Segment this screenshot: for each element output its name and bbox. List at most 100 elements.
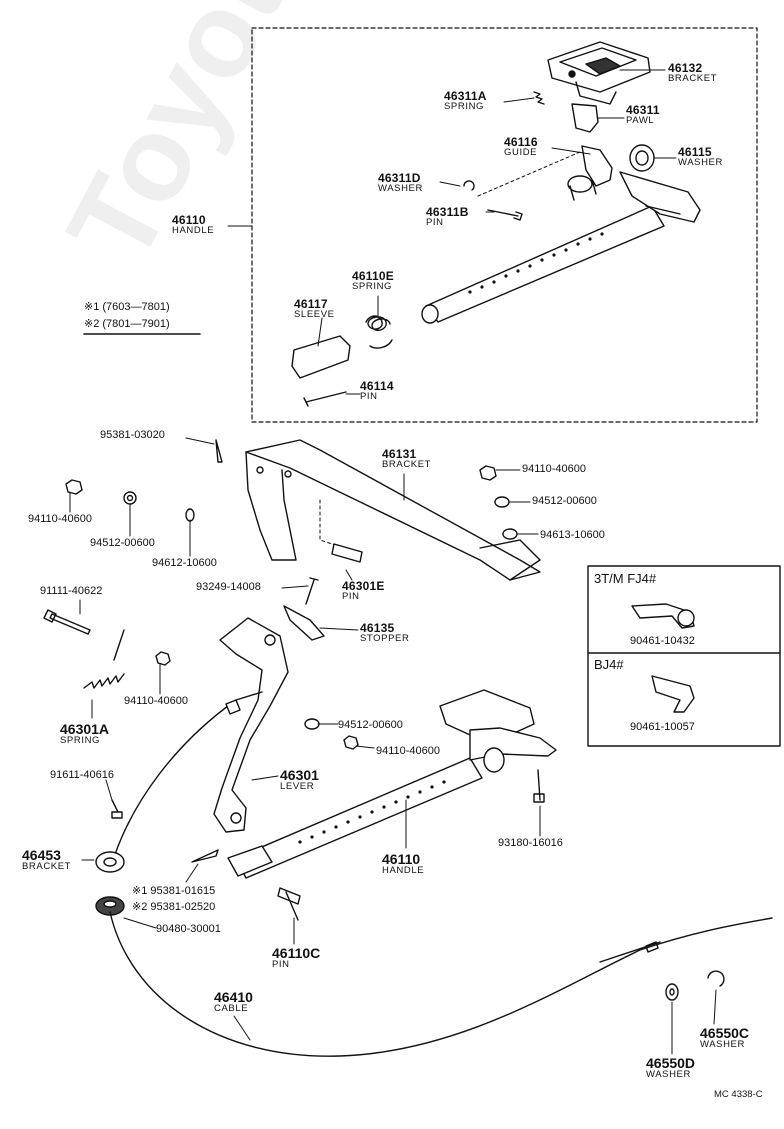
part-number: 46110C xyxy=(272,945,321,961)
label-46110e: 46110E SPRING xyxy=(352,270,394,292)
label-46110-bottom: 46110 HANDLE xyxy=(382,852,424,876)
part-name: LEVER xyxy=(280,781,315,792)
part-name: HANDLE xyxy=(172,225,215,236)
label-93249-14008: 93249-14008 xyxy=(196,581,261,593)
label-95381-02520: ※2 95381-02520 xyxy=(132,901,216,913)
part-name: BRACKET xyxy=(668,73,718,84)
spring-46110e-shape xyxy=(365,315,393,349)
part-number: 46311D xyxy=(378,171,421,185)
label-46110-top: 46110 HANDLE xyxy=(172,214,214,236)
cable-upper-segment xyxy=(109,691,263,871)
washer-46550c-shape xyxy=(707,970,725,987)
bracket-46132-shape xyxy=(547,41,651,105)
assembly-dashline-top xyxy=(477,151,581,197)
inset-1-title: 3T/M FJ4# xyxy=(594,571,657,586)
label-94512-00600-c: 94512-00600 xyxy=(338,719,403,731)
part-number: 46132 xyxy=(668,61,703,75)
part-name: PIN xyxy=(426,217,444,228)
handle-assembly-frame xyxy=(251,27,758,423)
inset-boxes xyxy=(587,565,781,747)
label-46311d: 46311D WASHER xyxy=(378,172,423,194)
part-name: SPRING xyxy=(60,735,101,746)
label-91611-40616: 91611-40616 xyxy=(50,769,115,781)
label-94512-00600-a: 94512-00600 xyxy=(532,495,597,507)
part-number: 46311B xyxy=(426,205,469,219)
label-94612-10600: 94612-10600 xyxy=(152,557,217,569)
part-name: SLEEVE xyxy=(294,309,335,320)
part-name: SPRING xyxy=(352,281,393,292)
pawl-46311-shape xyxy=(571,103,599,133)
assembly-dashline-mid xyxy=(319,499,351,551)
spring-46301a-shape xyxy=(83,629,125,689)
part-name: PIN xyxy=(360,391,378,402)
part-number: 46301 xyxy=(280,767,319,783)
bolt-93180-16016-shape xyxy=(533,769,545,803)
legend-line-1: ※1 (7603—7801) xyxy=(84,301,170,313)
part-number: 46116 xyxy=(504,135,538,149)
label-46301e: 46301E PIN xyxy=(342,580,385,602)
label-93180-16016: 93180-16016 xyxy=(498,837,563,849)
part-number: 46301A xyxy=(60,721,110,737)
bolt-91111-40622-shape xyxy=(43,609,91,635)
part-number: 46131 xyxy=(382,447,417,461)
part-name: WASHER xyxy=(700,1039,745,1050)
part-name: PIN xyxy=(272,959,290,970)
part-name: BRACKET xyxy=(22,861,72,872)
label-46311b: 46311B PIN xyxy=(426,206,469,228)
part-name: BRACKET xyxy=(382,459,432,470)
part-number: 46550C xyxy=(700,1025,750,1041)
label-46115: 46115 WASHER xyxy=(678,146,723,168)
washer-46115-shape xyxy=(629,144,655,172)
inset-2-part: 90461-10057 xyxy=(630,721,695,733)
label-46311: 46311 PAWL xyxy=(626,104,660,126)
clip-90461-10057-shape xyxy=(651,675,695,713)
pin-46311b-shape xyxy=(487,209,523,221)
label-95381-01615: ※1 95381-01615 xyxy=(132,885,216,897)
part-number: 46117 xyxy=(294,297,328,311)
handle-46110-bottom-holes xyxy=(298,780,446,844)
stopper-46135-shape xyxy=(283,605,325,641)
label-46135: 46135 STOPPER xyxy=(360,622,409,644)
label-46301: 46301 LEVER xyxy=(280,768,319,792)
part-number: 46110E xyxy=(352,269,394,283)
label-94110-40600-a: 94110-40600 xyxy=(522,463,587,475)
part-number: 46110 xyxy=(382,851,421,867)
part-number: 46114 xyxy=(360,379,394,393)
washer-46550d-shape xyxy=(665,983,679,1001)
handle-46110-top-holes xyxy=(468,232,604,294)
label-94613-10600: 94613-10600 xyxy=(540,529,605,541)
part-name: HANDLE xyxy=(382,865,425,876)
spring-46311a-shape xyxy=(533,91,545,105)
part-name: WASHER xyxy=(678,157,723,168)
bolt-91611-40616-shape xyxy=(111,799,123,819)
hardware-small xyxy=(65,465,518,750)
pin-46301e-shape xyxy=(331,543,363,563)
inset-2-title: BJ4# xyxy=(594,657,624,672)
label-46453: 46453 BRACKET xyxy=(22,848,71,872)
bracket-46131-shape xyxy=(245,439,541,581)
label-46550c: 46550C WASHER xyxy=(700,1026,749,1050)
washer-46311d-shape xyxy=(463,180,475,191)
label-94110-40600-b: 94110-40600 xyxy=(28,513,93,525)
part-number: 46550D xyxy=(646,1055,696,1071)
label-46311a: 46311A SPRING xyxy=(444,90,487,112)
part-name: SPRING xyxy=(444,101,485,112)
part-number: 46301E xyxy=(342,579,385,593)
label-46301a: 46301A SPRING xyxy=(60,722,109,746)
label-46132: 46132 BRACKET xyxy=(668,62,717,84)
label-46410: 46410 CABLE xyxy=(214,990,253,1014)
leader-lines xyxy=(69,69,717,1055)
lever-46301-shape xyxy=(213,617,289,833)
legend-line-2: ※2 (7801—7901) xyxy=(84,318,170,330)
part-number: 46115 xyxy=(678,145,712,159)
inset-1-part: 90461-10432 xyxy=(630,635,695,647)
label-91111-40622: 91111-40622 xyxy=(40,585,103,597)
part-name: WASHER xyxy=(378,183,423,194)
part-name: WASHER xyxy=(646,1069,691,1080)
label-90480-30001: 90480-30001 xyxy=(156,923,221,935)
sleeve-46117-shape xyxy=(291,335,351,379)
pin-46110c-shape xyxy=(277,887,301,921)
part-number: 46410 xyxy=(214,989,253,1005)
label-94110-40600-c: 94110-40600 xyxy=(124,695,189,707)
